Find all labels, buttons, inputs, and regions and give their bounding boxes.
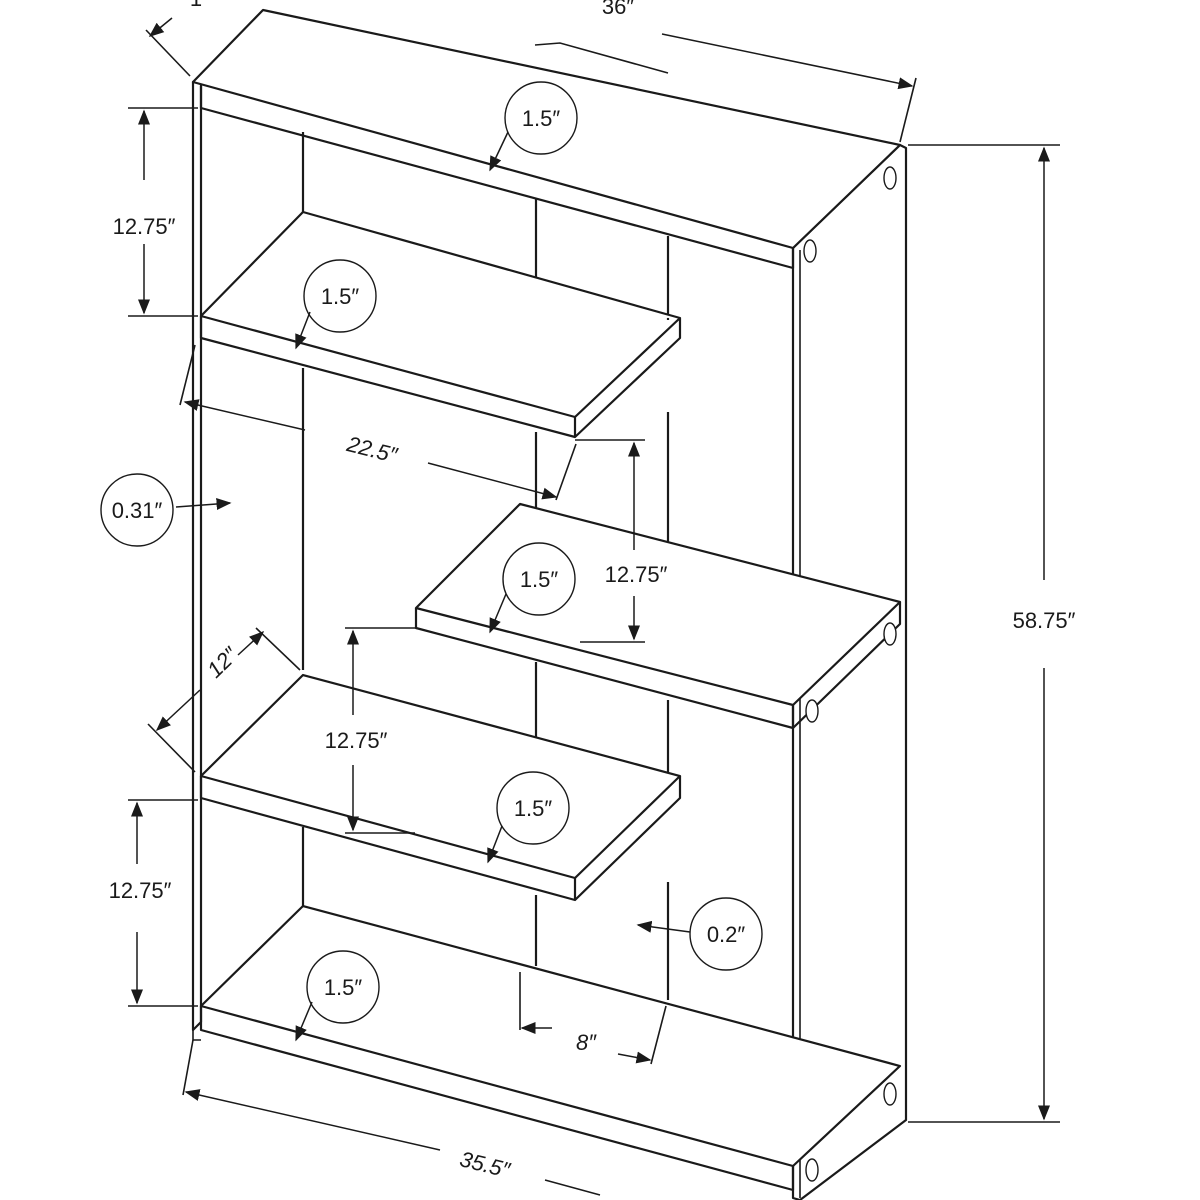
shelf-middle-right: [414, 502, 902, 707]
label-total-height: 58.75″: [1013, 608, 1076, 633]
label-gap-mid-left: 12.75″: [325, 728, 388, 753]
hardware-pins: [803, 166, 897, 1182]
label-bottom-width: 35.5″: [457, 1146, 513, 1183]
dimension-labels: 36″ 1 1.5″ 1.5″ 1.5″ 1.5″ 1.5″ 12.75″ 12…: [109, 0, 1076, 1183]
label-bottom-thickness: 1.5″: [324, 975, 363, 1000]
label-top-depth-partial: 1: [190, 0, 202, 11]
callouts: [100, 81, 763, 1042]
label-back-glass: 0.2″: [707, 922, 746, 947]
bottom-panel: [199, 904, 902, 1168]
dimension-lines: [128, 17, 1060, 1196]
label-top-width: 36″: [602, 0, 634, 19]
left-side-panel: [191, 76, 203, 1032]
label-gap-mid-right: 12.75″: [605, 562, 668, 587]
back-panel: [301, 132, 670, 1000]
label-shelf1-thickness: 1.5″: [321, 284, 360, 309]
label-shelf2-thickness: 1.5″: [520, 567, 559, 592]
label-gap-bottom-left: 12.75″: [109, 878, 172, 903]
label-shelf3-thickness: 1.5″: [514, 796, 553, 821]
label-gap-top-left: 12.75″: [113, 214, 176, 239]
label-top-thickness: 1.5″: [522, 106, 561, 131]
shelf-lower-left: [199, 673, 682, 880]
label-side-glass: 0.31″: [112, 498, 163, 523]
label-shelf-width: 22.5″: [344, 431, 401, 468]
label-shelf-depth: 12″: [202, 641, 243, 682]
shelf-upper-left: [200, 210, 682, 439]
label-back-offset: 8″: [576, 1030, 597, 1055]
